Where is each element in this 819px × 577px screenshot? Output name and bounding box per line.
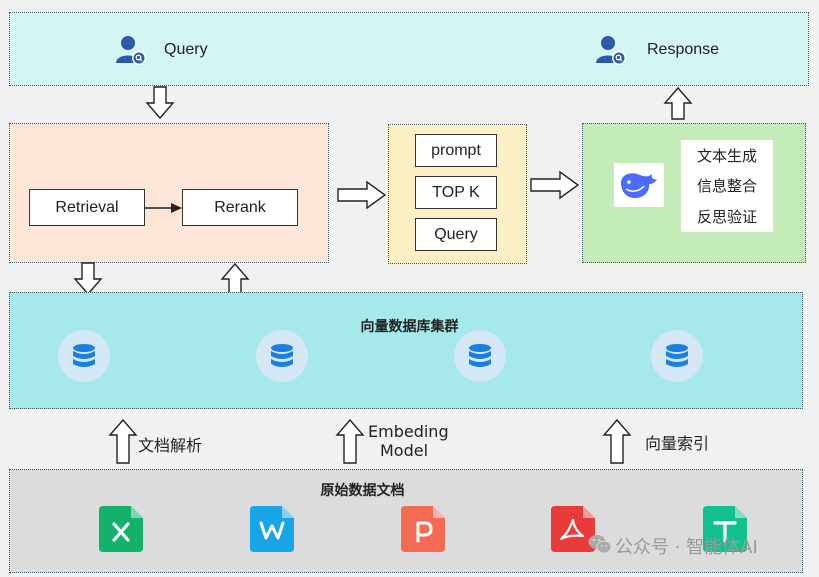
query-label: Query <box>164 41 208 58</box>
database-icon <box>256 330 308 382</box>
arrow-retrieval-to-rerank <box>145 203 182 213</box>
deepseek-whale-icon <box>614 163 664 207</box>
user-response-icon <box>594 33 628 67</box>
raw-docs-title: 原始数据文档 <box>320 483 405 499</box>
database-icon <box>454 330 506 382</box>
watermark-text: 公众号 · 智能体AI <box>615 537 758 558</box>
embedding-label-line2: Model <box>380 441 429 460</box>
llm-item-reflect: 反思验证 <box>681 200 773 232</box>
vector-db-title: 向量数据库集群 <box>360 319 459 335</box>
arrow-up-from-db <box>220 262 250 296</box>
llm-item-generate: 文本生成 <box>681 140 773 170</box>
index-label: 向量索引 <box>645 434 710 453</box>
user-search-icon <box>114 33 148 67</box>
response-label: Response <box>647 41 720 58</box>
arrow-down-to-db <box>73 262 103 296</box>
parse-label: 文档解析 <box>138 436 203 455</box>
query-item: Query <box>415 218 497 251</box>
arrow-right-to-prompt <box>337 180 387 210</box>
wechat-icon <box>588 533 612 555</box>
database-icon <box>58 330 110 382</box>
prompt-item: prompt <box>415 134 497 167</box>
excel-file-icon <box>99 506 143 552</box>
llm-item-integrate: 信息整合 <box>681 170 773 200</box>
arrow-right-to-llm <box>530 170 580 200</box>
database-icon <box>651 330 703 382</box>
arrow-up-parse <box>108 418 138 464</box>
arrow-down-query <box>145 86 175 120</box>
word-file-icon <box>250 506 294 552</box>
rerank-box: Rerank <box>182 189 298 226</box>
arrow-up-embedding <box>335 418 365 464</box>
arrow-up-response <box>663 86 693 120</box>
embedding-label-line1: Embeding <box>368 422 449 441</box>
topk-item: TOP K <box>415 176 497 209</box>
arrow-up-index <box>602 418 632 464</box>
powerpoint-file-icon <box>401 506 445 552</box>
text-file-icon <box>703 506 747 552</box>
pdf-file-icon <box>551 506 595 552</box>
top-panel <box>9 12 809 86</box>
retrieval-box: Retrieval <box>29 189 145 226</box>
